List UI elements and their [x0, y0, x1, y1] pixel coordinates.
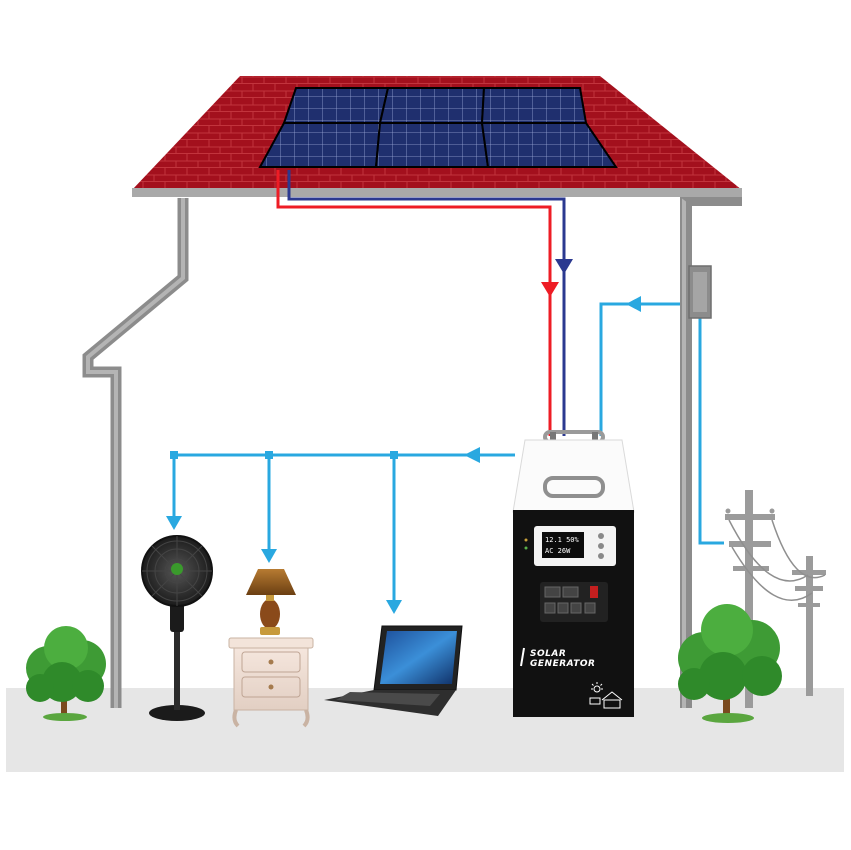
- brand-line2: GENERATOR: [530, 659, 595, 669]
- lamp-icon: [246, 569, 296, 635]
- laptop: [324, 625, 463, 716]
- house-sun-logo: [589, 682, 623, 709]
- utility-poles: [725, 490, 826, 708]
- positive-wire: [276, 170, 552, 436]
- table-lamp: [246, 569, 296, 635]
- tree-right: [678, 604, 782, 723]
- positive-arrow: [541, 282, 559, 297]
- grid-line: [599, 296, 724, 545]
- solar-panel-icon: [282, 87, 390, 124]
- lcd-line2: AC 26W: [545, 547, 571, 555]
- tree-left: [26, 626, 106, 721]
- nightstand: [228, 637, 314, 728]
- grid-meter: [688, 265, 712, 319]
- standing-fan: [141, 535, 213, 721]
- negative-arrow: [555, 259, 573, 274]
- gutter-downpipe: [82, 198, 189, 708]
- grid-arrow: [626, 296, 641, 312]
- fan-icon: [141, 535, 213, 607]
- laptop-icon: [324, 625, 463, 716]
- negative-wire: [287, 170, 566, 436]
- brand-line1: SOLAR: [530, 649, 566, 659]
- power-pole-icon: [725, 490, 775, 708]
- lcd-line1: 12.1 50%: [545, 536, 580, 544]
- solar-generator: 12.1 50% AC 26W SOLAR GENERATOR: [512, 430, 635, 717]
- ac-distribution: [166, 447, 515, 614]
- dc-wires: [276, 170, 573, 436]
- solar-panels: [258, 87, 618, 168]
